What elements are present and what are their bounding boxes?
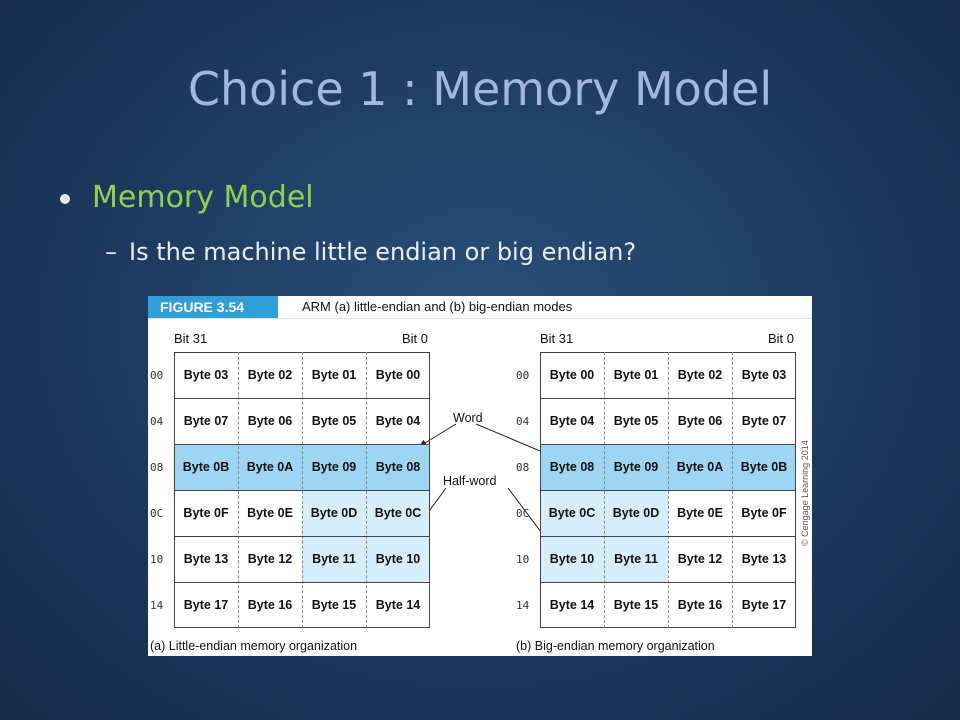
big-byte-cell: Byte 07	[741, 414, 787, 428]
little-byte-cell: Byte 16	[247, 598, 293, 612]
big-byte-cell: Byte 09	[604, 444, 668, 490]
big-byte-cell: Byte 00	[549, 368, 595, 382]
sub-bullet-endian: –Is the machine little endian or big end…	[105, 238, 636, 266]
big-byte-cell: Byte 03	[741, 368, 787, 382]
big-byte-cell: Byte 10	[540, 536, 604, 582]
big-row-divider	[540, 536, 796, 537]
little-byte-cell: Byte 0B	[174, 444, 238, 490]
big-bit0-label: Bit 0	[768, 331, 795, 346]
figure-header: FIGURE 3.54 ARM (a) little-endian and (b…	[148, 296, 812, 319]
bullet-text: Memory Model	[92, 180, 314, 215]
big-byte-cell: Byte 08	[540, 444, 604, 490]
little-address-2: 08	[150, 461, 164, 474]
little-byte-cell: Byte 0E	[247, 506, 293, 520]
little-byte-cell: Byte 00	[375, 368, 421, 382]
little-bit0-label: Bit 0	[402, 331, 429, 346]
little-row-divider	[174, 398, 430, 399]
little-bit31-label: Bit 31	[174, 331, 208, 346]
big-byte-cell: Byte 01	[613, 368, 659, 382]
little-address-5: 14	[150, 599, 164, 612]
little-byte-cell: Byte 10	[366, 536, 430, 582]
big-byte-cell: Byte 16	[677, 598, 723, 612]
big-byte-cell: Byte 0C	[540, 490, 604, 536]
big-endian-caption: (b) Big-endian memory organization	[516, 639, 715, 653]
little-byte-cell: Byte 13	[183, 552, 229, 566]
bullet-dot-icon	[60, 193, 70, 204]
big-byte-cell: Byte 04	[549, 414, 595, 428]
little-address-4: 10	[150, 553, 164, 566]
little-byte-cell: Byte 02	[247, 368, 293, 382]
big-address-5: 14	[516, 599, 530, 612]
big-row-divider	[540, 490, 796, 491]
big-byte-cell: Byte 15	[613, 598, 659, 612]
little-address-3: 0C	[150, 507, 164, 520]
little-byte-cell: Byte 08	[366, 444, 430, 490]
sub-bullet-text: Is the machine little endian or big endi…	[129, 238, 637, 266]
copyright-notice: © Cengage Learning 2014	[800, 440, 810, 546]
big-address-4: 10	[516, 553, 530, 566]
big-byte-cell: Byte 06	[677, 414, 723, 428]
little-byte-cell: Byte 07	[183, 414, 229, 428]
little-row-divider	[174, 444, 430, 445]
word-label: Word	[453, 411, 483, 425]
little-byte-cell: Byte 0F	[183, 506, 229, 520]
big-row-divider	[540, 444, 796, 445]
big-byte-cell: Byte 13	[741, 552, 787, 566]
big-byte-cell: Byte 0E	[677, 506, 723, 520]
big-byte-cell: Byte 05	[613, 414, 659, 428]
big-address-3: 0C	[516, 507, 530, 520]
little-row-divider	[174, 582, 430, 583]
figure-tag: FIGURE 3.54	[148, 296, 278, 318]
figure-caption: ARM (a) little-endian and (b) big-endian…	[302, 299, 573, 314]
little-byte-cell: Byte 12	[247, 552, 293, 566]
halfword-label: Half-word	[443, 474, 497, 488]
little-address-0: 00	[150, 369, 164, 382]
big-byte-cell: Byte 11	[604, 536, 668, 582]
big-byte-cell: Byte 0B	[732, 444, 796, 490]
big-byte-cell: Byte 02	[677, 368, 723, 382]
little-address-1: 04	[150, 415, 164, 428]
little-byte-cell: Byte 04	[375, 414, 421, 428]
big-row-divider	[540, 582, 796, 583]
big-row-divider	[540, 398, 796, 399]
little-byte-cell: Byte 05	[311, 414, 357, 428]
big-byte-cell: Byte 0D	[604, 490, 668, 536]
sub-bullet-dash: –	[105, 238, 117, 266]
little-byte-cell: Byte 09	[302, 444, 366, 490]
big-byte-cell: Byte 17	[741, 598, 787, 612]
little-byte-cell: Byte 03	[183, 368, 229, 382]
little-byte-cell: Byte 0A	[238, 444, 302, 490]
big-byte-cell: Byte 0A	[668, 444, 732, 490]
endian-figure: FIGURE 3.54 ARM (a) little-endian and (b…	[148, 296, 812, 656]
little-row-divider	[174, 490, 430, 491]
little-byte-cell: Byte 0C	[366, 490, 430, 536]
big-byte-cell: Byte 12	[677, 552, 723, 566]
big-byte-cell: Byte 14	[549, 598, 595, 612]
little-byte-cell: Byte 14	[375, 598, 421, 612]
little-byte-cell: Byte 11	[302, 536, 366, 582]
big-bit31-label: Bit 31	[540, 331, 574, 346]
bullet-memory-model: Memory Model	[60, 180, 314, 215]
big-address-1: 04	[516, 415, 530, 428]
little-byte-cell: Byte 15	[311, 598, 357, 612]
little-endian-caption: (a) Little-endian memory organization	[150, 639, 358, 653]
big-address-2: 08	[516, 461, 530, 474]
little-byte-cell: Byte 01	[311, 368, 357, 382]
little-byte-cell: Byte 06	[247, 414, 293, 428]
slide-title: Choice 1 : Memory Model	[187, 62, 773, 116]
little-byte-cell: Byte 0D	[302, 490, 366, 536]
little-row-divider	[174, 536, 430, 537]
little-byte-cell: Byte 17	[183, 598, 229, 612]
big-address-0: 00	[516, 369, 530, 382]
big-byte-cell: Byte 0F	[741, 506, 787, 520]
